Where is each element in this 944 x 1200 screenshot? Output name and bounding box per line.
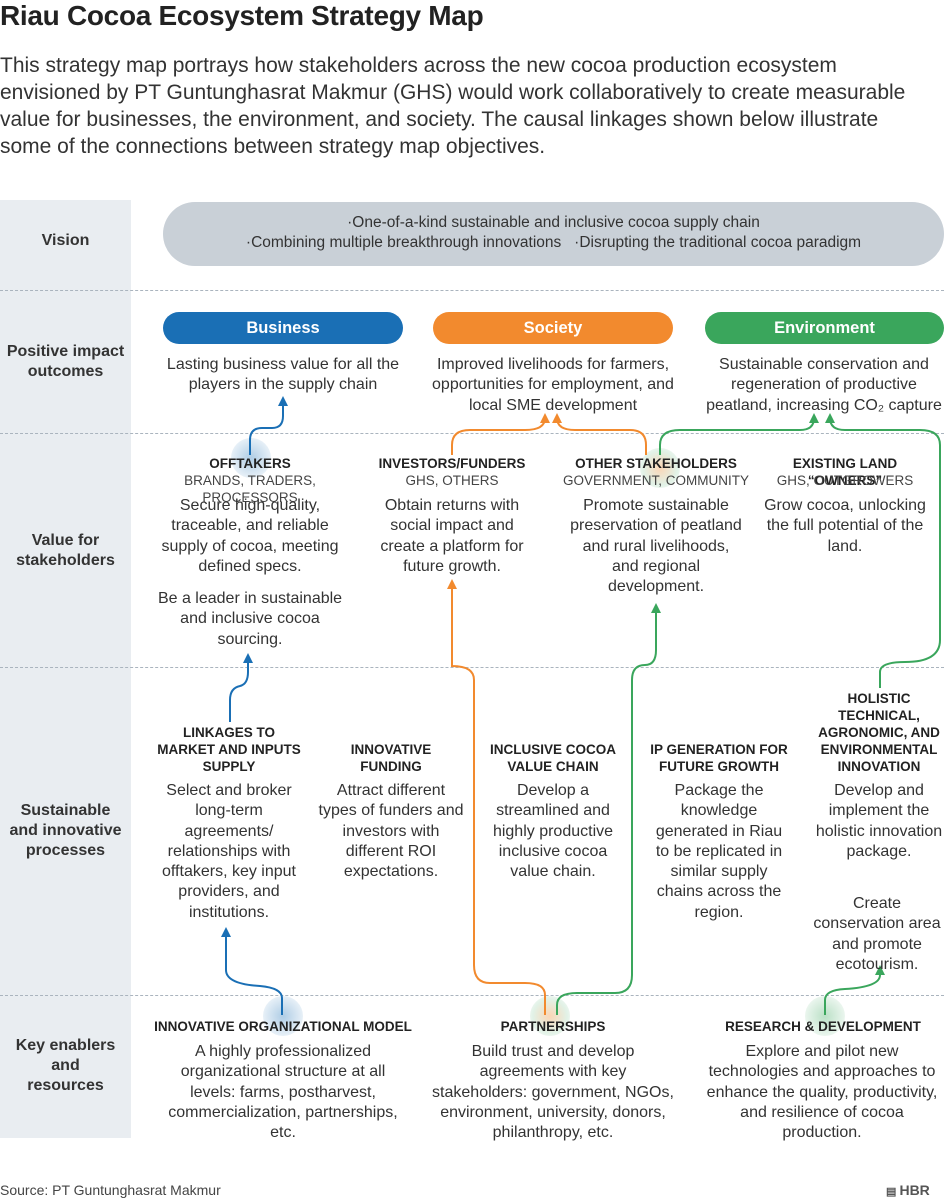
ip-generation-text: Package the knowledge generated in Riau … xyxy=(655,782,783,921)
value-chain-text: Develop a streamlined and highly product… xyxy=(492,782,614,881)
vision-line-1: ·One-of-a-kind sustainable and inclusive… xyxy=(347,214,760,231)
linkages-text: Select and broker long-term agreements/ … xyxy=(162,782,296,921)
holistic-heading: HOLISTIC TECHNICAL, AGRONOMIC, AND ENVIR… xyxy=(818,691,940,774)
land-owners-text: Grow cocoa, unlocking the full potential… xyxy=(764,497,926,555)
org-model-heading: INNOVATIVE ORGANIZATIONAL MODEL xyxy=(154,1019,412,1034)
business-outcome-text: Lasting business value for all the playe… xyxy=(166,356,400,394)
investors-text: Obtain returns with social impact and cr… xyxy=(380,497,524,575)
link-investors-society xyxy=(451,413,550,455)
link-land-environment xyxy=(825,413,941,688)
row-divider xyxy=(0,290,944,291)
society-outcome-text: Improved livelihoods for farmers, opport… xyxy=(432,356,674,414)
value-chain-heading: INCLUSIVE COCOA VALUE CHAIN xyxy=(489,742,616,774)
funding-text: Attract different types of funders and i… xyxy=(318,782,464,881)
rd-heading: RESEARCH & DEVELOPMENT xyxy=(725,1019,921,1034)
row-label-vision: Vision xyxy=(41,232,90,249)
vision-banner: ·One-of-a-kind sustainable and inclusive… xyxy=(163,202,944,266)
row-label-processes: Sustainable and innovative processes xyxy=(9,802,122,859)
rd-text: Explore and pilot new technologies and a… xyxy=(706,1043,938,1142)
society-pill: Society xyxy=(433,312,673,344)
hbr-mark-icon: ▤ xyxy=(886,1186,900,1198)
funding-heading: INNOVATIVE FUNDING xyxy=(350,742,432,774)
row-label-column: Vision Positive impact outcomes Value fo… xyxy=(0,200,131,1138)
offtakers-text: Secure high-quality, traceable, and reli… xyxy=(161,497,339,575)
investors-sub: GHS, OTHERS xyxy=(405,473,499,488)
hbr-logo: ▤ HBR xyxy=(886,1182,930,1198)
link-offtakers-business xyxy=(249,396,288,455)
investors-heading: INVESTORS/FUNDERS xyxy=(378,456,526,471)
linkages-heading: LINKAGES TO MARKET AND INPUTS SUPPLY xyxy=(157,725,301,774)
intro-paragraph: This strategy map portrays how stakehold… xyxy=(0,54,906,158)
other-stakeholders-text: Promote sustainable preservation of peat… xyxy=(570,497,742,596)
vision-line-2: ·Combining multiple breakthrough innovat… xyxy=(245,234,862,251)
land-owners-sub: GHS, OUTGROWERS xyxy=(776,473,914,488)
holistic-text-2: Create conservation area and promote eco… xyxy=(813,895,941,973)
environment-pill: Environment xyxy=(705,312,944,344)
link-org-linkages xyxy=(221,927,283,1015)
org-model-text: A highly professionalized organizational… xyxy=(168,1043,398,1142)
link-partnerships-investors xyxy=(447,579,546,1015)
link-other-society xyxy=(552,413,647,455)
partnerships-glow xyxy=(530,996,570,1036)
offtakers-text-2: Be a leader in sustainable and inclusive… xyxy=(157,590,343,648)
row-label-enablers: Key enablers and resources xyxy=(15,1037,116,1094)
other-stakeholders-sub: GOVERNMENT, COMMUNITY xyxy=(562,473,749,488)
row-label-outcomes: Positive impact outcomes xyxy=(6,343,125,380)
row-divider xyxy=(0,433,944,434)
offtakers-sub: BRANDS, TRADERS, PROCESSORS xyxy=(184,473,316,505)
partnerships-text: Build trust and develop agreements with … xyxy=(432,1043,674,1142)
business-pill: Business xyxy=(163,312,403,344)
land-owners-heading: EXISTING LAND “OWNERS” xyxy=(792,456,898,488)
environment-outcome-text: Sustainable conservation and regeneratio… xyxy=(706,356,942,414)
link-rd-holistic xyxy=(824,965,885,1015)
other-stakeholders-heading: OTHER STAKEHOLDERS xyxy=(575,456,737,471)
link-linkages-offtakers xyxy=(229,653,253,722)
row-divider xyxy=(0,667,944,668)
holistic-text: Develop and implement the holistic innov… xyxy=(815,782,943,860)
offtakers-heading: OFFTAKERS xyxy=(209,456,291,471)
link-partnerships-other xyxy=(556,603,661,1015)
row-divider xyxy=(0,995,944,996)
ip-generation-heading: IP GENERATION FOR FUTURE GROWTH xyxy=(650,742,788,774)
page-title: Riau Cocoa Ecosystem Strategy Map xyxy=(0,0,484,31)
hbr-logo-text: HBR xyxy=(899,1182,930,1198)
source-note: Source: PT Guntunghasrat Makmur xyxy=(0,1182,221,1198)
row-label-value: Value for stakeholders xyxy=(16,532,115,569)
link-other-environment xyxy=(659,413,819,455)
partnerships-heading: PARTNERSHIPS xyxy=(500,1019,606,1034)
